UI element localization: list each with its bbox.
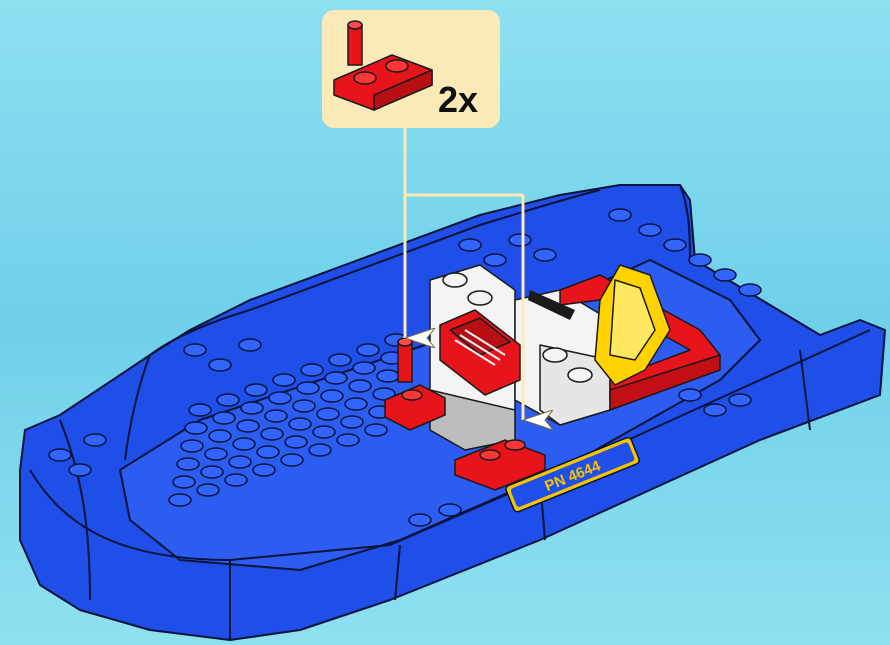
stud xyxy=(176,457,200,471)
parts-callout: 2x xyxy=(322,10,500,128)
stud xyxy=(376,369,400,383)
stud xyxy=(200,465,224,479)
steering-stick xyxy=(528,290,575,320)
stud xyxy=(703,403,727,417)
stud xyxy=(238,338,262,352)
stud xyxy=(320,389,344,403)
stud xyxy=(312,425,336,439)
stud xyxy=(458,238,482,252)
stud xyxy=(483,253,507,267)
stud xyxy=(292,399,316,413)
stud xyxy=(288,417,312,431)
stud xyxy=(738,283,762,297)
stud xyxy=(183,343,207,357)
stud xyxy=(408,513,432,527)
stud xyxy=(232,437,256,451)
stud xyxy=(208,429,232,443)
stud xyxy=(533,248,557,262)
deck-studs xyxy=(48,208,762,527)
stud xyxy=(196,483,220,497)
yellow-seat xyxy=(594,264,671,386)
boat-tube-front xyxy=(29,329,871,561)
stud xyxy=(264,409,288,423)
stud xyxy=(284,435,308,449)
stud xyxy=(252,463,276,477)
stud xyxy=(260,427,284,441)
stud xyxy=(48,448,72,462)
stud xyxy=(168,493,192,507)
stud xyxy=(328,353,352,367)
stud xyxy=(224,473,248,487)
stud xyxy=(240,401,264,415)
stud xyxy=(216,393,240,407)
stud xyxy=(236,419,260,433)
boat-tube-top xyxy=(149,189,601,356)
stud xyxy=(204,447,228,461)
stud xyxy=(268,391,292,405)
stud xyxy=(184,421,208,435)
registration-decal: PN 4644 xyxy=(505,436,640,513)
stud xyxy=(372,387,396,401)
stud xyxy=(172,475,196,489)
stud xyxy=(438,503,462,517)
stud xyxy=(180,439,204,453)
stud xyxy=(244,383,268,397)
placed-red-plate-left xyxy=(384,337,446,431)
stud xyxy=(508,233,532,247)
stud xyxy=(272,373,296,387)
stud xyxy=(228,455,252,469)
stud xyxy=(188,403,212,417)
stud xyxy=(663,238,687,252)
stud xyxy=(212,411,236,425)
stud xyxy=(344,397,368,411)
stud xyxy=(336,433,360,447)
steering-block xyxy=(439,309,521,396)
placed-red-plate-right xyxy=(454,439,546,491)
red-plate-with-bar-icon xyxy=(333,20,433,111)
stud xyxy=(356,343,380,357)
stud xyxy=(340,415,364,429)
stud xyxy=(68,463,92,477)
stud xyxy=(300,363,324,377)
stud xyxy=(296,381,320,395)
stud xyxy=(348,379,372,393)
stud xyxy=(256,445,280,459)
quantity-label: 2x xyxy=(438,79,479,120)
guide-lines xyxy=(403,128,523,420)
stud xyxy=(364,423,388,437)
stud xyxy=(678,388,702,402)
stud xyxy=(316,407,340,421)
stud xyxy=(728,393,752,407)
stud xyxy=(352,361,376,375)
stud xyxy=(280,453,304,467)
stud xyxy=(608,208,632,222)
stud xyxy=(208,358,232,372)
stud xyxy=(324,371,348,385)
stud xyxy=(713,268,737,282)
stud xyxy=(308,443,332,457)
stud xyxy=(638,223,662,237)
stud xyxy=(688,253,712,267)
stud xyxy=(83,433,107,447)
seat-frame xyxy=(559,274,721,411)
